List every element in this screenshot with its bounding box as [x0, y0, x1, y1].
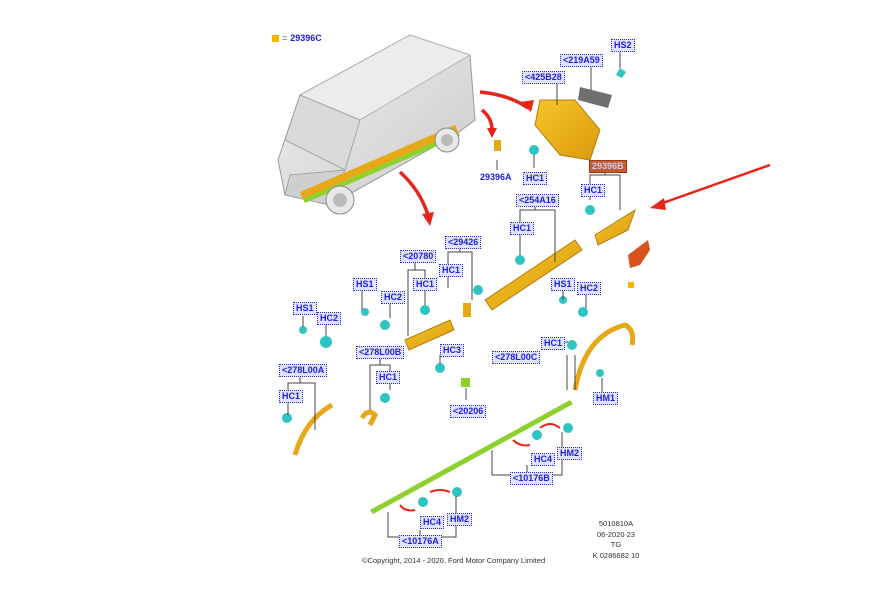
callout-29396a[interactable]: 29396A [480, 172, 512, 182]
part-20206[interactable] [461, 378, 470, 387]
callout-10176a[interactable]: <10176A [399, 535, 442, 548]
callout-hc1-a[interactable]: HC1 [279, 390, 304, 403]
part-29426[interactable] [463, 303, 471, 317]
callout-hc1-mid[interactable]: HC1 [510, 222, 535, 235]
callout-278l00b[interactable]: <278L00B [356, 346, 405, 359]
callout-254a16[interactable]: <254A16 [516, 194, 559, 207]
arrow-to-sill [398, 170, 430, 216]
clip-hc1-right[interactable] [585, 205, 595, 215]
callout-hs1-mid[interactable]: HS1 [353, 278, 377, 291]
callout-29426[interactable]: <29426 [445, 236, 482, 249]
part-278l00c[interactable] [572, 322, 636, 391]
callout-hc2-left[interactable]: HC2 [317, 312, 342, 325]
drawing-code: TG [610, 540, 622, 549]
part-278l00a[interactable] [292, 402, 334, 456]
part-20780[interactable] [404, 319, 455, 351]
copyright-notice: ©Copyright, 2014 - 2020, Ford Motor Comp… [362, 556, 546, 565]
callout-hc3[interactable]: HC3 [440, 344, 465, 357]
callout-hc1-29426[interactable]: HC1 [439, 264, 464, 277]
callout-hc2-right[interactable]: HC2 [577, 282, 602, 295]
callout-hc1-right[interactable]: HC1 [581, 184, 606, 197]
part-10176[interactable] [370, 400, 573, 514]
arrow-to-29396a [480, 108, 494, 131]
callout-hm2-b[interactable]: HM2 [557, 447, 583, 460]
callout-hc1-20780[interactable]: HC1 [413, 278, 438, 291]
callout-hs1-left[interactable]: HS1 [293, 302, 317, 315]
legend-swatch [272, 35, 279, 43]
clip-hs2[interactable] [616, 68, 626, 78]
callout-29396b[interactable]: 29396B [589, 160, 627, 173]
part-219a59[interactable] [578, 87, 612, 108]
callout-hs2[interactable]: HS2 [611, 39, 635, 52]
callout-hc2-mid[interactable]: HC2 [381, 291, 406, 304]
callout-hm2-a[interactable]: HM2 [447, 513, 473, 526]
arrow-to-29396b [659, 163, 771, 206]
callout-hm1[interactable]: HM1 [593, 392, 619, 405]
callout-278l00a[interactable]: <278L00A [279, 364, 328, 377]
callout-20206[interactable]: <20206 [450, 405, 487, 418]
callout-hc1-c[interactable]: HC1 [541, 337, 566, 350]
callout-425b28[interactable]: <425B28 [522, 71, 565, 84]
part-278l00b[interactable] [359, 409, 379, 427]
callout-hs1-right[interactable]: HS1 [551, 278, 575, 291]
callout-10176b[interactable]: <10176B [510, 472, 553, 485]
part-bracket-orange[interactable] [628, 240, 650, 268]
callout-hc4-a[interactable]: HC4 [420, 516, 445, 529]
drawing-id: K 0286682 10 [592, 550, 640, 560]
drawing-number: 5010810A [598, 519, 634, 528]
arrow-to-425b28 [479, 90, 530, 110]
clip-hc1-top[interactable] [529, 145, 539, 155]
legend-part-number: 29396C [290, 33, 322, 43]
callout-219a59[interactable]: <219A59 [560, 54, 603, 67]
drawing-date: 06-2020 23 [597, 529, 635, 539]
callout-278l00c[interactable]: <278L00C [492, 351, 541, 364]
part-29396b[interactable] [594, 208, 636, 246]
part-425b28[interactable] [534, 99, 601, 161]
callout-20780[interactable]: <20780 [400, 250, 437, 263]
callout-hc1-b[interactable]: HC1 [376, 371, 401, 384]
part-254a16[interactable] [484, 239, 583, 311]
callout-hc1-top[interactable]: HC1 [523, 172, 548, 185]
callout-hc4-b[interactable]: HC4 [531, 453, 556, 466]
van-illustration [277, 34, 476, 215]
drawing-reference: 5010810A 06-2020 23 TG K 0286682 10 [588, 519, 644, 561]
part-29396a[interactable] [494, 140, 501, 151]
legend: =29396C [272, 33, 322, 43]
